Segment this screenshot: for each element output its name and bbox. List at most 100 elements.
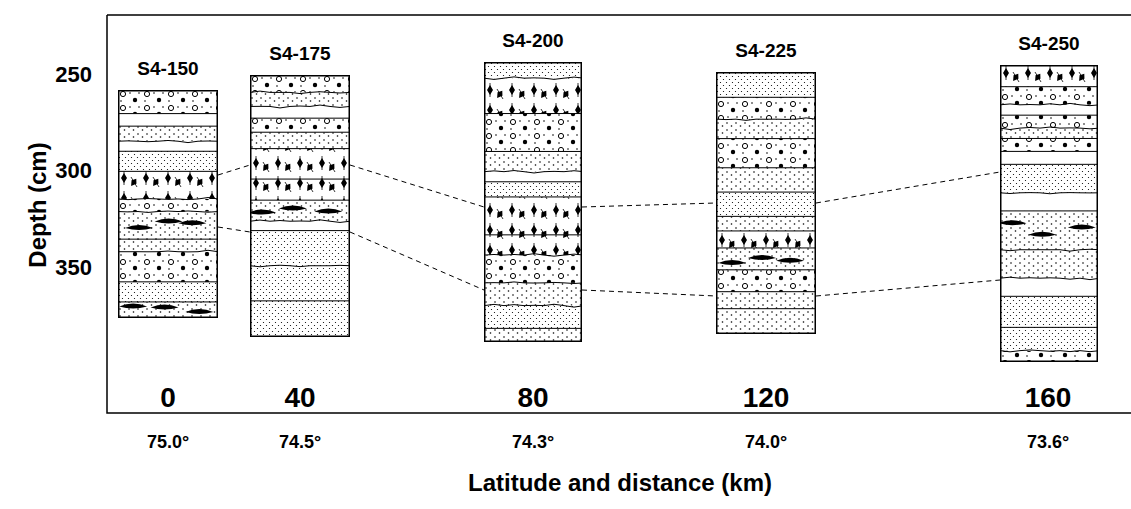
layer-boundary bbox=[484, 113, 582, 114]
layer-boundary bbox=[716, 308, 816, 309]
layer-boundary bbox=[716, 192, 816, 193]
layer-boundary bbox=[716, 167, 816, 168]
layer-fill bbox=[485, 151, 581, 171]
layer-boundary bbox=[250, 132, 350, 133]
core-log: S4-200 bbox=[484, 22, 582, 342]
axis-title: Latitude and distance (km) bbox=[468, 469, 772, 497]
layer-boundary bbox=[250, 200, 350, 201]
layer-fill bbox=[1001, 351, 1097, 361]
layer-fill bbox=[717, 270, 815, 292]
tick-label: 120 bbox=[743, 382, 790, 414]
layer-boundary bbox=[716, 247, 816, 248]
core-column bbox=[484, 62, 582, 342]
tick-label: 74.0° bbox=[745, 432, 787, 453]
layer-fill bbox=[251, 301, 349, 336]
layer-boundary bbox=[118, 281, 218, 282]
layer-fill bbox=[119, 302, 217, 317]
layer-boundary bbox=[118, 211, 218, 212]
layer-fill bbox=[119, 282, 217, 302]
layer-boundary bbox=[250, 179, 350, 180]
layer-boundary bbox=[250, 220, 350, 223]
correlation-line bbox=[582, 203, 716, 207]
layer-fill bbox=[251, 231, 349, 266]
core-lithology bbox=[484, 62, 582, 342]
layer-fill bbox=[485, 78, 581, 113]
layer-fill bbox=[1001, 128, 1097, 138]
layer-fill bbox=[251, 266, 349, 301]
layer-boundary bbox=[1000, 151, 1098, 152]
layer-fill bbox=[485, 182, 581, 197]
layer-fill bbox=[717, 192, 815, 216]
layer-boundary bbox=[250, 230, 350, 231]
core-log: S4-225 bbox=[716, 32, 816, 334]
layer-fill bbox=[119, 212, 217, 240]
layer-fill bbox=[717, 309, 815, 333]
core-column bbox=[1000, 65, 1098, 362]
layer-fill bbox=[717, 248, 815, 270]
layer-fill bbox=[119, 199, 217, 212]
core-lithology bbox=[716, 72, 816, 334]
lens bbox=[1028, 232, 1056, 237]
layer-fill bbox=[717, 216, 815, 231]
tick-label: 350 bbox=[55, 255, 92, 281]
core-column bbox=[716, 72, 816, 334]
layer-boundary bbox=[118, 301, 218, 302]
core-log: S4-150 bbox=[118, 50, 218, 318]
layer-fill bbox=[1001, 151, 1097, 164]
layer-boundary bbox=[1000, 127, 1098, 129]
tick-label: 73.6° bbox=[1027, 432, 1069, 453]
tick-label: 74.3° bbox=[512, 432, 554, 453]
core-name: S4-175 bbox=[230, 43, 370, 65]
tick-label: 300 bbox=[55, 158, 92, 184]
layer-boundary bbox=[250, 118, 350, 119]
correlation-line bbox=[816, 172, 1000, 203]
layer-boundary bbox=[1000, 296, 1098, 297]
layer-fill bbox=[717, 168, 815, 192]
layer-boundary bbox=[118, 250, 218, 252]
layer-boundary bbox=[484, 181, 582, 182]
layer-boundary bbox=[716, 291, 816, 292]
layer-fill bbox=[717, 292, 815, 309]
layer-boundary bbox=[118, 198, 218, 200]
core-outline bbox=[251, 76, 350, 337]
layer-boundary bbox=[1000, 327, 1098, 328]
layer-fill bbox=[717, 119, 815, 138]
layer-fill bbox=[119, 239, 217, 252]
layer-fill bbox=[1001, 87, 1097, 105]
layer-fill bbox=[119, 252, 217, 282]
lens bbox=[718, 260, 746, 265]
lens bbox=[119, 304, 147, 309]
layer-boundary bbox=[250, 148, 350, 149]
layer-boundary bbox=[484, 328, 582, 329]
layer-boundary bbox=[716, 118, 816, 120]
tick-label: 40 bbox=[284, 382, 315, 414]
core-name: S4-150 bbox=[98, 58, 238, 80]
layer-boundary bbox=[484, 171, 582, 173]
layer-fill bbox=[1001, 327, 1097, 350]
lens bbox=[776, 258, 804, 263]
layer-fill bbox=[485, 255, 581, 283]
layer-fill bbox=[119, 151, 217, 171]
layer-boundary bbox=[250, 265, 350, 267]
layer-fill bbox=[251, 92, 349, 106]
correlation-line bbox=[582, 290, 716, 296]
layer-fill bbox=[485, 114, 581, 152]
core-log: S4-175 bbox=[250, 35, 350, 337]
layer-fill bbox=[251, 118, 349, 132]
core-lithology bbox=[250, 75, 350, 337]
layer-boundary bbox=[1000, 350, 1098, 352]
layer-boundary bbox=[1000, 193, 1098, 194]
layer-fill bbox=[119, 141, 217, 151]
layer-boundary bbox=[716, 138, 816, 139]
layer-boundary bbox=[1000, 210, 1098, 211]
layer-fill bbox=[119, 171, 217, 199]
layer-boundary bbox=[484, 254, 582, 257]
tick-label: 75.0° bbox=[147, 432, 189, 453]
layer-fill bbox=[485, 197, 581, 235]
layer-fill bbox=[1001, 211, 1097, 250]
lens bbox=[250, 210, 276, 215]
core-outline bbox=[119, 91, 218, 318]
layer-boundary bbox=[118, 113, 218, 114]
layer-boundary bbox=[1000, 277, 1098, 279]
lens bbox=[314, 209, 342, 214]
